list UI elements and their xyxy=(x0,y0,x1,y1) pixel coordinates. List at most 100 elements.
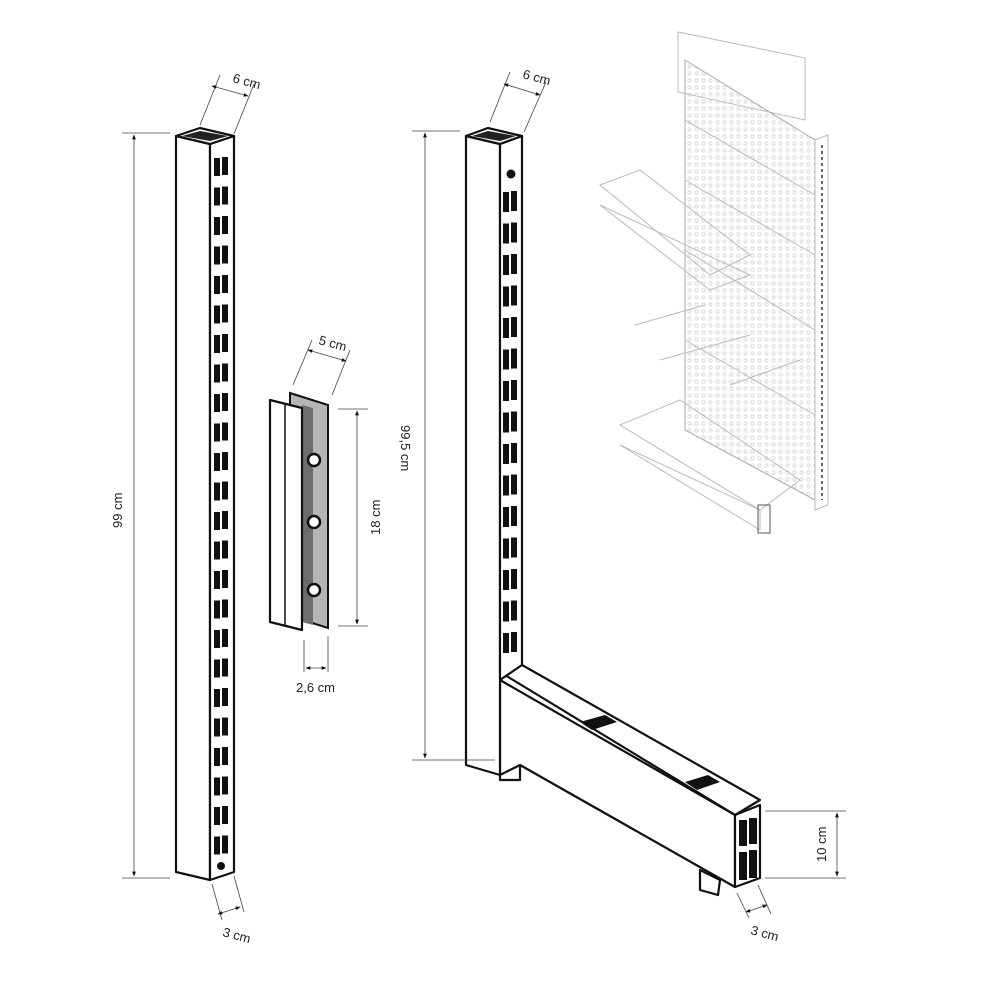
dimension-label: 6 cm xyxy=(521,66,552,88)
slot-hole xyxy=(214,600,220,619)
dimension-base-width: 6 cm xyxy=(489,66,552,133)
slot-hole xyxy=(214,512,220,530)
slot-hole xyxy=(222,245,228,264)
slot-hole xyxy=(511,569,517,589)
slot-hole xyxy=(503,349,509,370)
slot-hole xyxy=(214,335,220,353)
slot-hole xyxy=(222,393,228,411)
clip-stud xyxy=(306,452,322,468)
dimension-foot-height: 10 cm xyxy=(765,810,846,879)
slot-hole xyxy=(214,158,220,176)
slot-hole xyxy=(214,217,220,235)
slot-hole xyxy=(511,317,517,337)
clip-stud xyxy=(306,514,322,530)
slot-hole xyxy=(222,835,228,854)
slot-hole xyxy=(222,540,228,559)
dimension-foot-depth: 3 cm xyxy=(736,884,780,944)
slot-hole xyxy=(222,334,228,352)
slot-hole xyxy=(214,659,220,678)
slot-hole xyxy=(214,364,220,383)
slot-hole xyxy=(222,747,228,765)
slot-hole xyxy=(503,286,509,307)
slot-hole xyxy=(503,601,509,622)
slot-hole xyxy=(503,570,509,590)
slot-hole xyxy=(511,443,517,463)
slot-holes xyxy=(214,157,228,855)
slot-hole xyxy=(214,305,220,324)
dimension-clip-height: 18 cm xyxy=(338,408,383,627)
dimension-label: 99 cm xyxy=(110,493,125,528)
slot-hole xyxy=(214,689,220,707)
bolt-hole xyxy=(217,862,225,870)
slot-hole xyxy=(222,216,228,234)
slot-hole xyxy=(222,717,228,736)
upright-post xyxy=(174,126,236,882)
slot-hole xyxy=(503,223,509,244)
slot-hole xyxy=(511,191,517,211)
slot-hole xyxy=(511,348,517,369)
slot-hole xyxy=(214,836,220,855)
slot-hole xyxy=(214,807,220,825)
slot-hole xyxy=(214,246,220,265)
dimension-clip-depth: 2,6 cm xyxy=(296,636,335,695)
slot-hole xyxy=(222,511,228,529)
dimension-clip-width: 5 cm xyxy=(292,332,351,396)
slot-hole xyxy=(503,381,509,401)
slot-hole xyxy=(503,255,509,275)
slot-hole xyxy=(511,380,517,400)
slot-hole xyxy=(503,444,509,464)
dimension-base-height: 99,5 cm xyxy=(398,130,495,761)
slot-hole xyxy=(222,481,228,500)
slot-hole xyxy=(503,507,509,527)
dimension-label: 6 cm xyxy=(231,70,262,92)
slot-hole xyxy=(511,537,517,558)
dimension-upright-width: 6 cm xyxy=(199,70,262,135)
slot-hole xyxy=(214,423,220,442)
slot-hole xyxy=(511,254,517,274)
slot-hole xyxy=(222,157,228,175)
base-post xyxy=(464,126,762,897)
dimension-label: 3 cm xyxy=(221,924,252,946)
slot-hole xyxy=(511,632,517,652)
slot-hole xyxy=(222,806,228,824)
slot-hole xyxy=(214,748,220,766)
dimension-label: 99,5 cm xyxy=(398,425,413,471)
slot-hole xyxy=(222,570,228,588)
slot-hole xyxy=(214,453,220,471)
slot-hole xyxy=(503,192,509,212)
slot-hole xyxy=(511,600,517,621)
slot-hole xyxy=(511,285,517,306)
slot-hole xyxy=(511,506,517,526)
slot-hole xyxy=(503,633,509,653)
slot-hole xyxy=(503,318,509,338)
dimension-label: 3 cm xyxy=(749,922,780,944)
slot-hole xyxy=(214,394,220,412)
slot-hole xyxy=(222,304,228,323)
slot-hole xyxy=(222,363,228,382)
dimension-label: 18 cm xyxy=(368,500,383,535)
slot-hole xyxy=(511,411,517,432)
slot-hole xyxy=(222,629,228,647)
slot-hole xyxy=(222,275,228,293)
dimension-label: 10 cm xyxy=(814,827,829,862)
slot-hole xyxy=(222,658,228,677)
slot-hole xyxy=(222,452,228,470)
slot-hole xyxy=(214,187,220,206)
slot-hole xyxy=(214,777,220,796)
slot-hole xyxy=(511,474,517,495)
slot-hole xyxy=(214,482,220,501)
connector-clip xyxy=(268,391,329,632)
shelving-unit-illustration xyxy=(599,31,829,534)
slot-hole xyxy=(214,718,220,737)
clip-stud xyxy=(306,582,322,598)
slot-hole xyxy=(511,222,517,243)
slot-hole xyxy=(214,541,220,560)
slot-hole xyxy=(503,538,509,559)
slot-hole xyxy=(222,776,228,795)
slot-hole xyxy=(222,688,228,706)
dimension-label: 5 cm xyxy=(317,332,348,354)
slot-hole xyxy=(503,412,509,433)
slot-hole xyxy=(222,599,228,618)
